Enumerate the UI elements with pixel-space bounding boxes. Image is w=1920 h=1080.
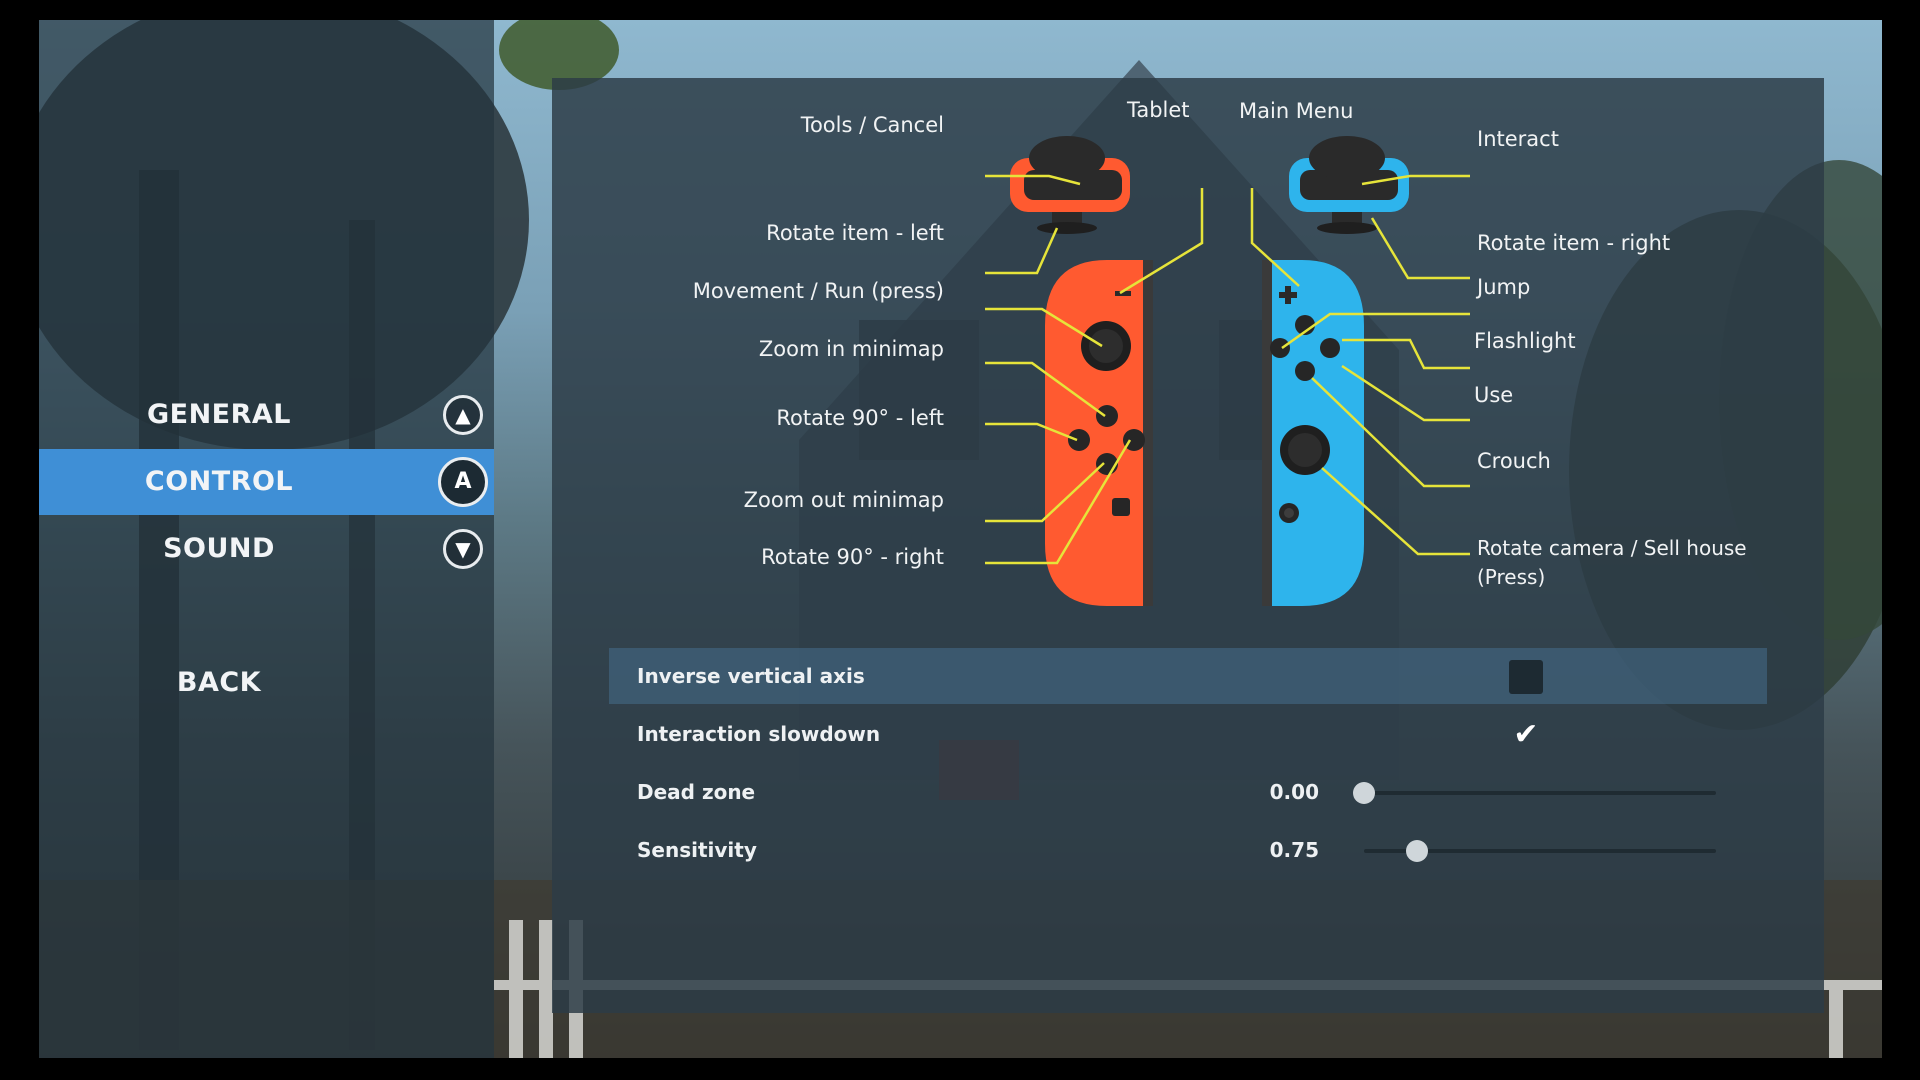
setting-label: Interaction slowdown [637, 722, 881, 746]
slider-knob[interactable] [1353, 782, 1375, 804]
label-rotate-item-right: Rotate item - right [1477, 231, 1671, 255]
label-rotate-90-right: Rotate 90° - right [761, 545, 944, 569]
label-jump: Jump [1477, 275, 1531, 299]
label-rotate-camera: Rotate camera / Sell house [1477, 536, 1747, 560]
setting-label: Inverse vertical axis [637, 664, 865, 688]
label-zoom-out-minimap: Zoom out minimap [743, 488, 944, 512]
left-joycon [1045, 260, 1153, 606]
back-button[interactable]: BACK [39, 650, 494, 716]
setting-interaction-slowdown[interactable]: Interaction slowdown ✔ [609, 706, 1767, 762]
label-zoom-in-minimap: Zoom in minimap [758, 337, 944, 361]
menu-item-label: GENERAL [146, 399, 292, 430]
label-main-menu: Main Menu [1239, 99, 1354, 123]
menu-item-general[interactable]: GENERAL ▲ [39, 382, 494, 448]
dead-zone-slider[interactable] [1353, 782, 1716, 804]
setting-inverse-vertical-axis[interactable]: Inverse vertical axis [609, 648, 1767, 704]
control-settings-panel: Tools / Cancel Rotate item - left Moveme… [552, 78, 1824, 1013]
slider-knob[interactable] [1405, 840, 1428, 862]
menu-item-control[interactable]: CONTROL A [39, 449, 494, 515]
right-joycon [1262, 260, 1364, 606]
label-crouch: Crouch [1477, 449, 1551, 473]
controller-diagram: Tools / Cancel Rotate item - left Moveme… [552, 78, 1824, 638]
label-rotate-90-left: Rotate 90° - left [776, 406, 944, 430]
dpad-down-icon: ▼ [443, 529, 483, 569]
label-tablet: Tablet [1127, 98, 1190, 122]
label-interact: Interact [1477, 127, 1559, 151]
sensitivity-slider[interactable] [1364, 840, 1716, 862]
interaction-slowdown-checkbox[interactable]: ✔ [1509, 718, 1543, 752]
joycon-illustration [985, 136, 1470, 606]
left-shoulder-buttons [1010, 136, 1130, 234]
setting-label: Sensitivity [637, 838, 757, 862]
back-label: BACK [176, 667, 262, 698]
inverse-vertical-axis-checkbox[interactable] [1509, 660, 1543, 694]
label-use: Use [1474, 383, 1514, 407]
label-flashlight: Flashlight [1474, 329, 1576, 353]
setting-label: Dead zone [637, 780, 756, 804]
dpad-up-icon: ▲ [443, 395, 483, 435]
game-screen: GENERAL ▲ CONTROL A SOUND ▼ BACK [39, 20, 1882, 1058]
label-tools-cancel: Tools / Cancel [800, 113, 944, 137]
a-button-icon: A [438, 457, 488, 507]
callout-lines [985, 174, 1470, 565]
dead-zone-value: 0.00 [1269, 780, 1319, 804]
setting-dead-zone[interactable]: Dead zone 0.00 [609, 764, 1767, 820]
label-rotate-item-left: Rotate item - left [766, 221, 944, 245]
menu-item-sound[interactable]: SOUND ▼ [39, 516, 494, 582]
checkmark-icon: ✔ [1513, 717, 1539, 752]
label-rotate-camera-press: (Press) [1477, 565, 1546, 589]
setting-sensitivity[interactable]: Sensitivity 0.75 [609, 822, 1767, 878]
sensitivity-value: 0.75 [1269, 838, 1319, 862]
label-movement-run: Movement / Run (press) [692, 279, 944, 303]
settings-menu-panel: GENERAL ▲ CONTROL A SOUND ▼ BACK [39, 20, 494, 1058]
right-shoulder-buttons [1289, 136, 1409, 234]
menu-item-label: SOUND [163, 533, 275, 564]
menu-item-label: CONTROL [144, 466, 294, 497]
